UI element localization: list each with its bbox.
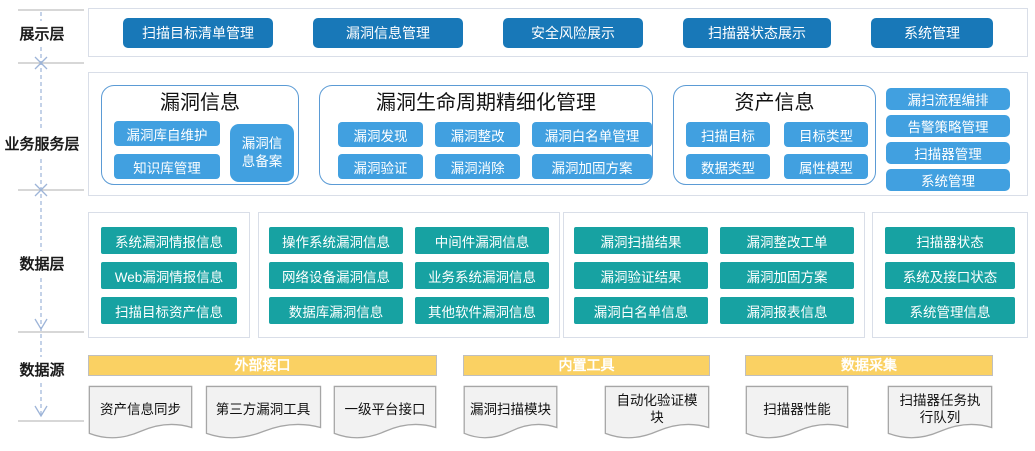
business-side-buttons: 漏扫流程编排 告警策略管理 扫描器管理 系统管理 bbox=[886, 88, 1010, 191]
data-rectification-tickets: 漏洞整改工单 bbox=[720, 227, 854, 254]
layer-label-data: 数据层 bbox=[0, 251, 84, 276]
data-business-system-vuln-info: 业务系统漏洞信息 bbox=[415, 262, 549, 289]
data-database-vuln-info: 数据库漏洞信息 bbox=[269, 297, 403, 324]
button-system-mgmt: 系统管理 bbox=[871, 17, 993, 48]
doc-level1-platform-interface: 一级平台接口 bbox=[333, 385, 437, 443]
source-header-external-interfaces: 外部接口 bbox=[88, 355, 437, 376]
button-scan-workflow-orchestration: 漏扫流程编排 bbox=[886, 88, 1010, 110]
layer-label-business: 业务服务层 bbox=[0, 131, 84, 156]
group-vuln-info: 漏洞信息 漏洞库自维护 知识库管理 漏洞信息备案 bbox=[101, 85, 299, 185]
button-scan-target: 扫描目标 bbox=[686, 122, 770, 147]
data-scan-target-assets: 扫描目标资产信息 bbox=[101, 297, 237, 324]
group-asset-info: 资产信息 扫描目标 目标类型 数据类型 属性模型 bbox=[673, 85, 876, 185]
doc-vuln-scan-module: 漏洞扫描模块 bbox=[463, 385, 558, 443]
button-vuln-info-filing: 漏洞信息备案 bbox=[230, 124, 294, 182]
business-layer-panel: 漏洞信息 漏洞库自维护 知识库管理 漏洞信息备案 漏洞生命周期精细化管理 漏洞发… bbox=[88, 72, 1028, 196]
button-knowledge-base-mgmt: 知识库管理 bbox=[114, 154, 220, 179]
button-vuln-info-mgmt: 漏洞信息管理 bbox=[313, 17, 463, 48]
button-attribute-model: 属性模型 bbox=[784, 154, 868, 179]
data-box-results: 漏洞扫描结果 漏洞验证结果 漏洞白名单信息 漏洞整改工单 漏洞加固方案 漏洞报表… bbox=[563, 212, 865, 338]
data-box-vuln-info: 操作系统漏洞信息 网络设备漏洞信息 数据库漏洞信息 中间件漏洞信息 业务系统漏洞… bbox=[258, 212, 560, 338]
axis-cross-marks bbox=[34, 56, 48, 418]
layer-label-presentation: 展示层 bbox=[0, 21, 84, 46]
button-vuln-hardening-plan: 漏洞加固方案 bbox=[532, 154, 652, 179]
button-scan-target-list-mgmt: 扫描目标清单管理 bbox=[123, 17, 273, 48]
group-vuln-info-title: 漏洞信息 bbox=[160, 92, 240, 114]
button-system-mgmt-side: 系统管理 bbox=[886, 169, 1010, 191]
button-vuln-verification: 漏洞验证 bbox=[338, 154, 424, 179]
source-section-data-collection: 数据采集 扫描器性能 扫描器任务执行队列 bbox=[745, 355, 993, 443]
button-alert-policy-mgmt: 告警策略管理 bbox=[886, 115, 1010, 137]
data-system-mgmt-info: 系统管理信息 bbox=[885, 297, 1015, 324]
button-vuln-whitelist-mgmt: 漏洞白名单管理 bbox=[532, 122, 652, 147]
data-box-intel: 系统漏洞情报信息 Web漏洞情报信息 扫描目标资产信息 bbox=[88, 212, 250, 338]
group-vuln-lifecycle-title: 漏洞生命周期精细化管理 bbox=[376, 92, 596, 114]
data-other-software-vuln-info: 其他软件漏洞信息 bbox=[415, 297, 549, 324]
layer-axis bbox=[18, 9, 84, 422]
button-vuln-elimination: 漏洞消除 bbox=[435, 154, 521, 179]
button-vuln-db-self-maintenance: 漏洞库自维护 bbox=[114, 121, 220, 146]
data-web-vuln-intel: Web漏洞情报信息 bbox=[101, 262, 237, 289]
doc-asset-info-sync: 资产信息同步 bbox=[88, 385, 193, 443]
data-os-vuln-info: 操作系统漏洞信息 bbox=[269, 227, 403, 254]
data-whitelist-info: 漏洞白名单信息 bbox=[574, 297, 708, 324]
button-security-risk-display: 安全风险展示 bbox=[503, 17, 643, 48]
data-report-info: 漏洞报表信息 bbox=[720, 297, 854, 324]
group-asset-info-title: 资产信息 bbox=[734, 92, 815, 114]
button-vuln-rectification: 漏洞整改 bbox=[435, 122, 521, 147]
source-section-external-interfaces: 外部接口 资产信息同步 第三方漏洞工具 一级平台接口 bbox=[88, 355, 437, 443]
doc-scanner-performance: 扫描器性能 bbox=[745, 385, 849, 443]
doc-third-party-vuln-tools: 第三方漏洞工具 bbox=[205, 385, 322, 443]
doc-auto-verification-module: 自动化验证模块 bbox=[604, 385, 710, 443]
button-target-type: 目标类型 bbox=[784, 122, 868, 147]
button-vuln-discovery: 漏洞发现 bbox=[338, 122, 424, 147]
source-header-data-collection: 数据采集 bbox=[745, 355, 993, 376]
data-verification-results: 漏洞验证结果 bbox=[574, 262, 708, 289]
presentation-layer-panel: 扫描目标清单管理 漏洞信息管理 安全风险展示 扫描器状态展示 系统管理 bbox=[88, 8, 1028, 57]
data-scanner-status: 扫描器状态 bbox=[885, 227, 1015, 254]
button-scanner-mgmt: 扫描器管理 bbox=[886, 142, 1010, 164]
data-box-status: 扫描器状态 系统及接口状态 系统管理信息 bbox=[872, 212, 1028, 338]
source-section-builtin-tools: 内置工具 漏洞扫描模块 自动化验证模块 bbox=[463, 355, 710, 443]
data-system-vuln-intel: 系统漏洞情报信息 bbox=[101, 227, 237, 254]
group-vuln-lifecycle: 漏洞生命周期精细化管理 漏洞发现 漏洞整改 漏洞白名单管理 漏洞验证 漏洞消除 … bbox=[319, 85, 653, 185]
button-data-type: 数据类型 bbox=[686, 154, 770, 179]
data-system-interface-status: 系统及接口状态 bbox=[885, 262, 1015, 289]
button-scanner-status-display: 扫描器状态展示 bbox=[683, 17, 831, 48]
layer-label-source: 数据源 bbox=[0, 357, 84, 382]
data-network-device-vuln-info: 网络设备漏洞信息 bbox=[269, 262, 403, 289]
data-hardening-plans: 漏洞加固方案 bbox=[720, 262, 854, 289]
data-middleware-vuln-info: 中间件漏洞信息 bbox=[415, 227, 549, 254]
doc-scanner-task-queue: 扫描器任务执行队列 bbox=[887, 385, 993, 443]
source-header-builtin-tools: 内置工具 bbox=[463, 355, 710, 376]
data-scan-results: 漏洞扫描结果 bbox=[574, 227, 708, 254]
